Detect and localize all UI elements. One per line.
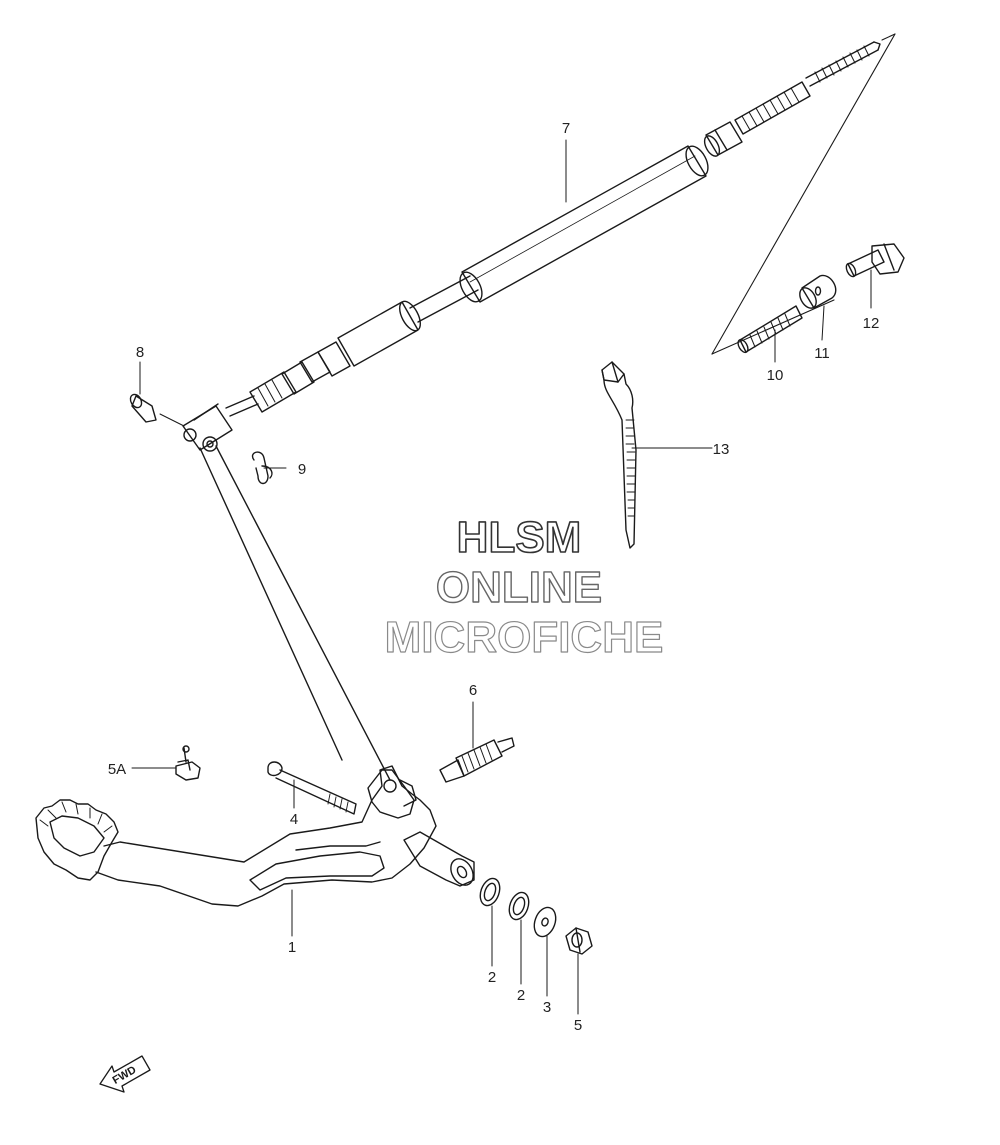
callout-3: 3 <box>543 999 551 1016</box>
cable-housing <box>225 145 709 417</box>
bolt-12 <box>845 243 905 278</box>
pivot-bolt-4 <box>267 761 357 815</box>
clevis-assembly <box>182 403 391 781</box>
callout-labels: 7 8 9 13 10 11 12 6 5A 4 1 2 2 3 5 <box>108 120 880 1034</box>
cable-tie <box>601 361 637 549</box>
fwd-arrow-label: FWD <box>111 1064 139 1087</box>
bolt-5a <box>175 745 201 781</box>
callout-13: 13 <box>713 441 730 458</box>
washer-3 <box>533 906 557 938</box>
callout-6: 6 <box>469 682 477 699</box>
brake-pedal <box>35 765 475 907</box>
callout-5: 5 <box>574 1017 582 1034</box>
return-spring <box>439 737 515 783</box>
washer-2b <box>508 891 530 921</box>
cable-threaded-end <box>703 41 881 157</box>
nut-5 <box>565 927 593 955</box>
watermark-line3: MICROFICHE <box>385 613 664 662</box>
callout-5a: 5A <box>108 761 126 778</box>
callout-2-second: 2 <box>517 987 525 1004</box>
watermark-line2: ONLINE <box>436 563 602 612</box>
callout-1: 1 <box>288 939 296 956</box>
callout-7: 7 <box>562 120 570 137</box>
callout-4: 4 <box>290 811 298 828</box>
cotter-clip <box>251 451 273 485</box>
joint-11 <box>799 274 837 309</box>
callout-11: 11 <box>814 345 830 362</box>
clevis-pin <box>129 393 185 427</box>
fwd-arrow-icon: FWD <box>99 1055 151 1093</box>
brake-cable <box>225 41 881 417</box>
callout-10: 10 <box>767 367 784 384</box>
callout-12: 12 <box>863 315 880 332</box>
watermark: HLSM ONLINE MICROFICHE <box>384 512 664 662</box>
detail-bracket-lines <box>711 33 896 355</box>
leader-lines <box>131 139 872 1015</box>
washer-2a <box>479 877 501 907</box>
callout-9: 9 <box>298 461 306 478</box>
callout-2-first: 2 <box>488 969 496 986</box>
spring-10 <box>737 305 803 354</box>
callout-8: 8 <box>136 344 144 361</box>
watermark-line1: HLSM <box>457 513 582 562</box>
